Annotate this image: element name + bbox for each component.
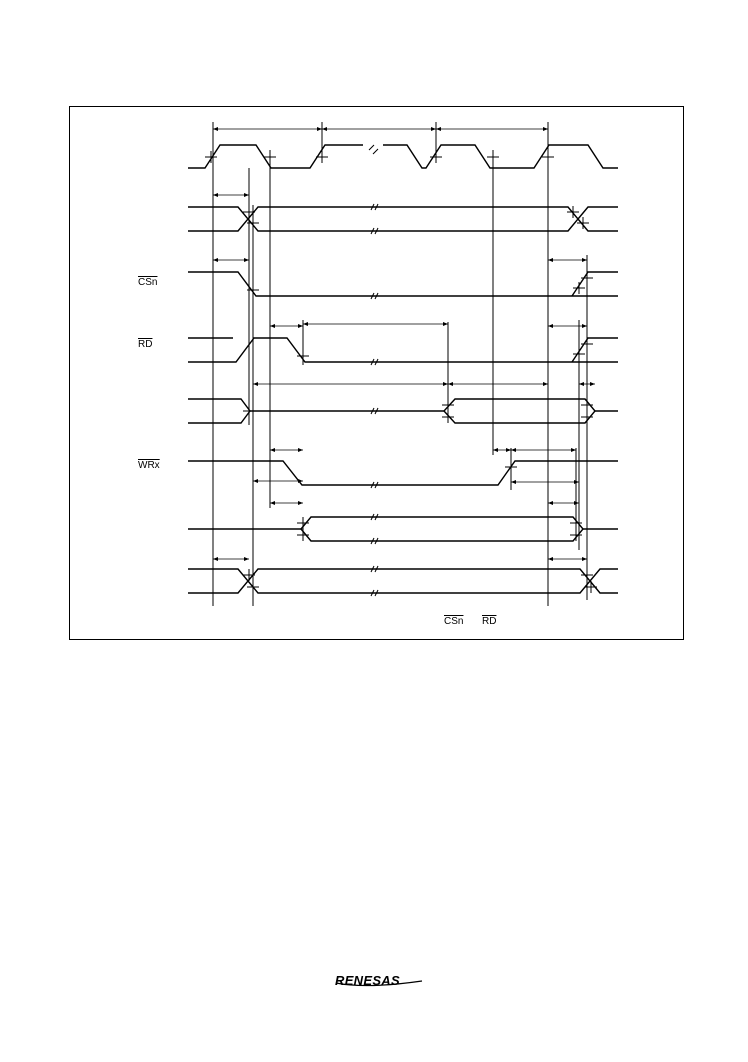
rd-label: RD [138,339,153,350]
edge-ticks [205,151,597,593]
renesas-logo: RENESAS [335,973,400,988]
bottom-bus-waveform [188,568,618,594]
footnote-csn: CSn [444,616,464,627]
write-data-waveform [188,516,618,542]
wrx-waveform [188,460,618,486]
csn-label: CSn [138,277,158,288]
timing-arrows [213,128,595,560]
footnote-rd: RD [482,616,497,627]
address-bus-waveform [188,206,618,232]
wrx-label: WRx [138,460,160,471]
arrow-heads [213,127,595,561]
reference-lines [212,122,588,606]
logo-swoosh [335,980,423,987]
timing-diagram-frame [69,106,684,640]
break-marks [370,203,379,597]
clock-waveform [188,144,618,169]
